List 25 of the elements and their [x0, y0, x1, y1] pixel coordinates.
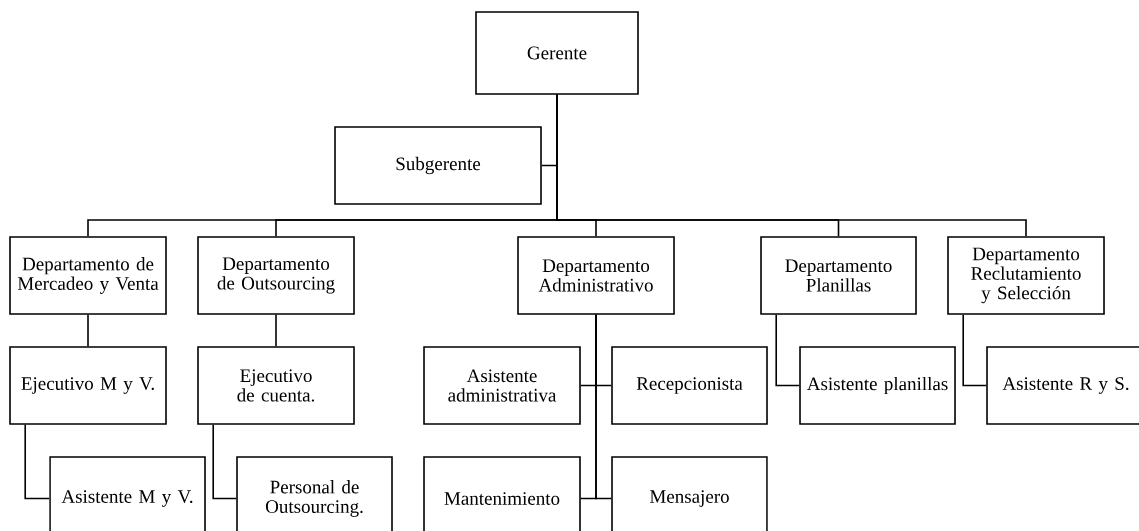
connector-line: [212, 424, 237, 500]
position-box: Ejecutivo M y V.: [9, 346, 167, 425]
connector-line: [275, 314, 277, 347]
position-box: Mensajero: [611, 456, 768, 531]
position-box: Asistente M y V.: [49, 456, 206, 531]
connector-line: [24, 424, 50, 500]
position-box: Personal de Outsourcing.: [236, 456, 393, 531]
position-box: Asistente planillas: [799, 346, 956, 425]
connector-line: [775, 314, 800, 387]
position-box: Subgerente: [334, 126, 542, 205]
position-box: Departamento de Outsourcing: [197, 236, 355, 315]
position-box: Asistente administrativa: [423, 346, 581, 425]
connector-line: [595, 314, 612, 500]
position-box: Mantenimiento: [423, 456, 581, 531]
connector-line: [87, 314, 89, 347]
connector-line: [556, 94, 1027, 237]
position-box: Departamento Administrativo: [517, 236, 675, 315]
position-box: Recepcionista: [611, 346, 768, 425]
position-box: Gerente: [475, 11, 639, 95]
position-box: Departamento Reclutamiento y Selección: [947, 236, 1105, 315]
position-box: Departamento Planillas: [760, 236, 917, 315]
position-box: Ejecutivo de cuenta.: [197, 346, 355, 425]
position-box: Departamento de Mercadeo y Venta: [9, 236, 167, 315]
position-box: Asistente R y S.: [986, 346, 1139, 425]
connector-line: [962, 314, 987, 387]
